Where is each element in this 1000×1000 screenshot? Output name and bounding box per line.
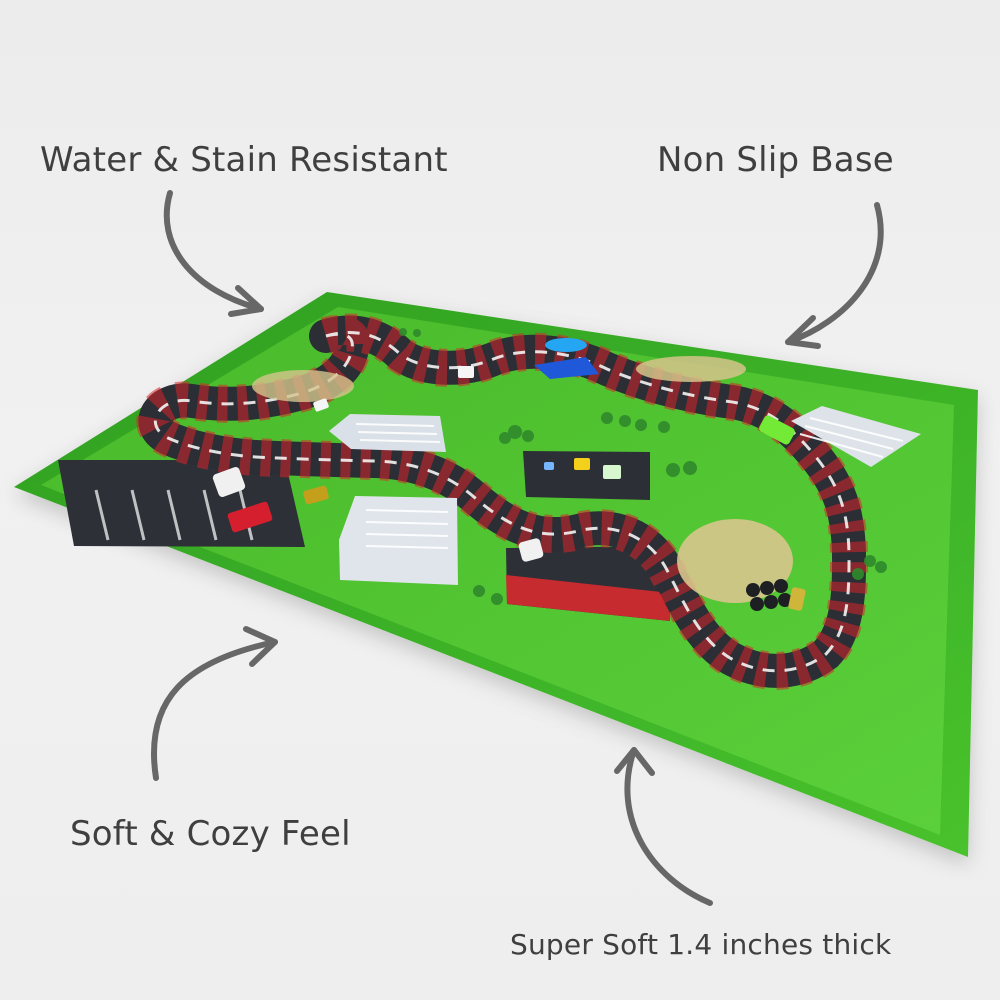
curved-arrow-icon-bottom-left	[150, 626, 278, 781]
track-curb	[136, 313, 869, 690]
parking-center	[523, 451, 650, 500]
sand-patch-right	[636, 356, 746, 382]
tire-stacks	[746, 579, 792, 611]
toy-cars	[212, 366, 806, 611]
grandstand-center	[339, 496, 458, 585]
feature-label-soft-cozy: Soft & Cozy Feel	[70, 814, 351, 854]
sand-patch-left	[252, 370, 354, 402]
pond	[545, 338, 587, 352]
curved-arrow-icon-bottom-right	[614, 747, 713, 906]
track-centerline	[153, 331, 851, 673]
curved-arrow-icon-top-left	[163, 190, 264, 317]
feature-label-non-slip: Non Slip Base	[657, 140, 894, 180]
feature-label-water-stain: Water & Stain Resistant	[40, 140, 448, 180]
feature-label-thickness: Super Soft 1.4 inches thick	[510, 928, 892, 961]
curved-arrow-icon-top-right	[785, 202, 884, 349]
water-feature	[534, 357, 599, 379]
trees	[399, 328, 887, 605]
